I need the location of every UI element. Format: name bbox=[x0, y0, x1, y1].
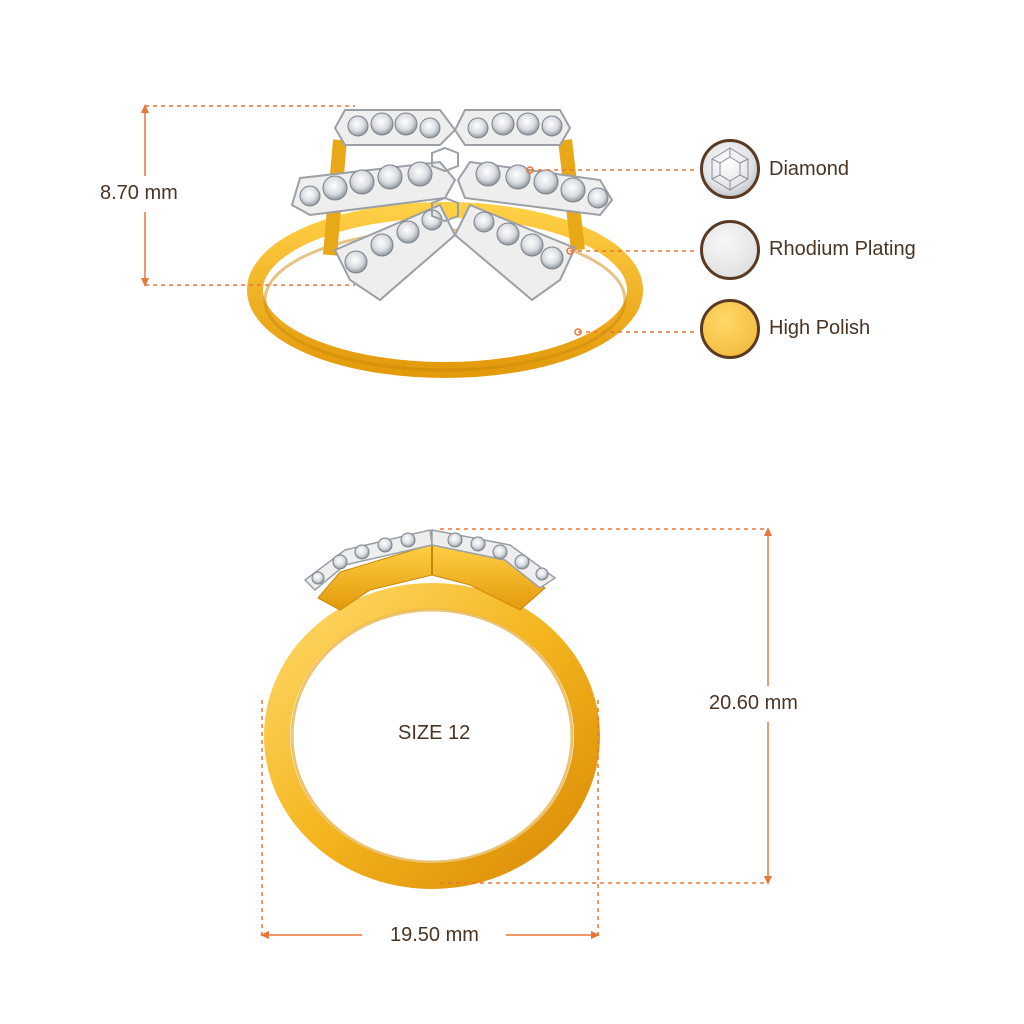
dimension-label-height-top: 8.70 mm bbox=[100, 182, 178, 204]
legend-label-rhodium: Rhodium Plating bbox=[769, 238, 916, 260]
ring-side-view bbox=[264, 529, 600, 889]
dimension-width-side bbox=[260, 700, 600, 939]
diamond-stones-top bbox=[299, 112, 609, 274]
dimension-label-height-side: 20.60 mm bbox=[709, 692, 798, 714]
diamond-stones-side bbox=[311, 532, 549, 585]
legend-label-diamond: Diamond bbox=[769, 158, 850, 180]
diamond-icon bbox=[700, 139, 760, 199]
rhodium-swatch bbox=[700, 220, 760, 280]
dimension-height-side bbox=[440, 527, 772, 885]
dimension-height-top bbox=[141, 104, 355, 287]
ring-head bbox=[317, 544, 546, 611]
legend-leaders bbox=[530, 169, 694, 333]
ring-size-label: SIZE 12 bbox=[398, 722, 471, 744]
gold-swatch bbox=[700, 299, 760, 359]
legend-label-high-polish: High Polish bbox=[769, 317, 871, 339]
ring-band-side bbox=[264, 583, 600, 889]
dimension-label-width-side: 19.50 mm bbox=[390, 924, 479, 946]
ring-top-view bbox=[247, 109, 643, 378]
